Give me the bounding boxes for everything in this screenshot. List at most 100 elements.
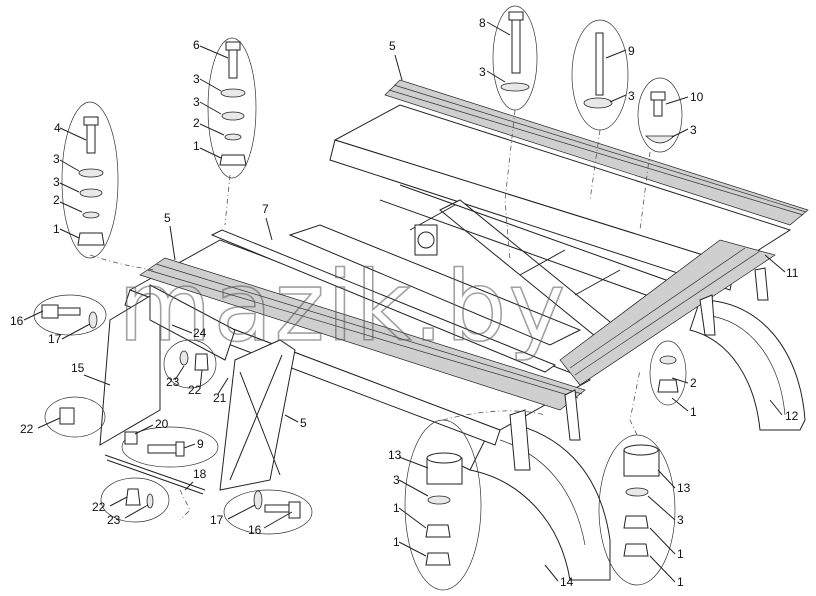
leader-line-23-bottom [124, 504, 149, 519]
callout-label-21: 21 [213, 391, 227, 405]
rear-platform-grating [384, 79, 809, 386]
leader-line-16-top [23, 310, 44, 321]
leader-line-2-4 [59, 201, 83, 213]
leader-line-22-left [37, 417, 61, 429]
callout-label-9-bottom: 9 [197, 437, 204, 451]
frame-supports [509, 267, 769, 471]
callout-label-14: 14 [560, 575, 574, 589]
callout-label-7: 7 [262, 202, 269, 216]
callout-label-2-right: 2 [690, 376, 697, 390]
callout-label-1-right: 1 [690, 405, 697, 419]
leader-line-5-flap [284, 414, 299, 423]
front-platform-grating [139, 229, 586, 411]
fastener-group-2-right [649, 340, 687, 406]
leader-line-16-bottom [263, 511, 293, 529]
leader-line-17-top [61, 323, 91, 340]
callout-label-13-left: 13 [388, 448, 402, 462]
leader-line-5-top [394, 54, 403, 81]
leader-line-5-left [169, 225, 176, 261]
leader-line-6 [199, 45, 229, 59]
callout-label-5-left: 5 [164, 211, 171, 225]
callout-label-1-13la: 1 [393, 501, 400, 515]
fastener-group-22-left [44, 396, 106, 438]
fastener-group-8 [492, 5, 538, 111]
fastener-group-23-22-top [163, 339, 217, 389]
callout-label-23-bottom: 23 [107, 513, 121, 527]
leader-line-1-6 [199, 147, 222, 159]
fastener-group-6 [207, 37, 257, 179]
leader-line-9-bottom [183, 443, 196, 449]
mudflap-rod [104, 454, 206, 495]
callout-label-3-8: 3 [479, 65, 486, 79]
callout-label-3-6b: 3 [193, 95, 200, 109]
callout-label-2-4: 2 [53, 193, 60, 207]
leader-line-10 [665, 96, 689, 105]
callout-label-5-top: 5 [389, 39, 396, 53]
callout-label-1-13rb: 1 [677, 575, 684, 589]
leader-line-3-9 [609, 94, 627, 103]
leader-line-1-4 [59, 228, 80, 239]
callout-label-3-10: 3 [690, 123, 697, 137]
callout-label-24: 24 [193, 326, 207, 340]
leader-line-22-top [199, 369, 203, 389]
leader-line-11 [764, 254, 786, 273]
right-fender [689, 299, 806, 431]
leader-line-17-bottom [227, 504, 256, 520]
leader-line-3-6b [199, 101, 222, 115]
fastener-group-13-left [404, 419, 482, 591]
callout-label-1-13lb: 1 [393, 535, 400, 549]
fastener-group-20-9 [121, 426, 219, 468]
fastener-group-17-16-bottom [223, 489, 313, 535]
fastener-group-9-top [571, 19, 629, 131]
leader-line-9-top [605, 49, 627, 59]
callout-label-18: 18 [193, 467, 207, 481]
leader-line-3-13r [647, 495, 676, 521]
callout-label-1-13ra: 1 [677, 547, 684, 561]
leader-line-1-13rb [649, 555, 676, 583]
leader-line-3-4a [59, 159, 80, 172]
leader-line-14 [544, 564, 559, 582]
leader-line-18 [184, 481, 194, 491]
leader-line-4 [59, 127, 87, 141]
callout-label-16-top: 16 [10, 314, 24, 328]
callout-label-17-top: 17 [48, 332, 62, 346]
leader-line-21 [217, 377, 229, 395]
leader-line-23-top [174, 365, 185, 381]
callout-label-22-left: 22 [20, 422, 34, 436]
callout-label-3-9: 3 [628, 89, 635, 103]
leader-line-12 [769, 399, 783, 416]
callout-label-10: 10 [690, 90, 704, 104]
callout-label-5-flap: 5 [300, 416, 307, 430]
callout-label-16-bottom: 16 [248, 523, 262, 537]
leader-line-3-8 [486, 70, 506, 83]
callout-label-1-4: 1 [53, 222, 60, 236]
leader-line-8 [486, 21, 511, 36]
leader-line-3-10 [671, 128, 689, 138]
leader-line-1-13ra [649, 527, 676, 555]
mudflap-plate-left [99, 284, 236, 446]
fastener-group-16-top [33, 294, 107, 336]
leader-line-1-right [671, 397, 689, 412]
callout-label-3-13l: 3 [393, 473, 400, 487]
callout-label-3-4a: 3 [53, 152, 60, 166]
callout-label-3-6a: 3 [193, 72, 200, 86]
callout-label-15: 15 [71, 361, 85, 375]
fastener-group-22-23-bottom [100, 477, 170, 523]
leader-line-24 [171, 324, 193, 334]
callout-label-20: 20 [155, 417, 169, 431]
mudflap-plate-right [219, 339, 296, 491]
fastener-group-10 [637, 77, 683, 153]
callout-label-9-top: 9 [628, 44, 635, 58]
leader-line-1-13lb [398, 541, 427, 557]
callout-label-6: 6 [193, 38, 200, 52]
leader-line-15 [83, 374, 111, 386]
fastener-group-13-right [598, 434, 676, 586]
callout-label-23-top: 23 [166, 375, 180, 389]
callout-label-22-bottom: 22 [92, 500, 106, 514]
leader-line-3-6a [199, 78, 222, 92]
callout-label-11: 11 [786, 266, 799, 280]
leader-line-20 [134, 424, 154, 435]
